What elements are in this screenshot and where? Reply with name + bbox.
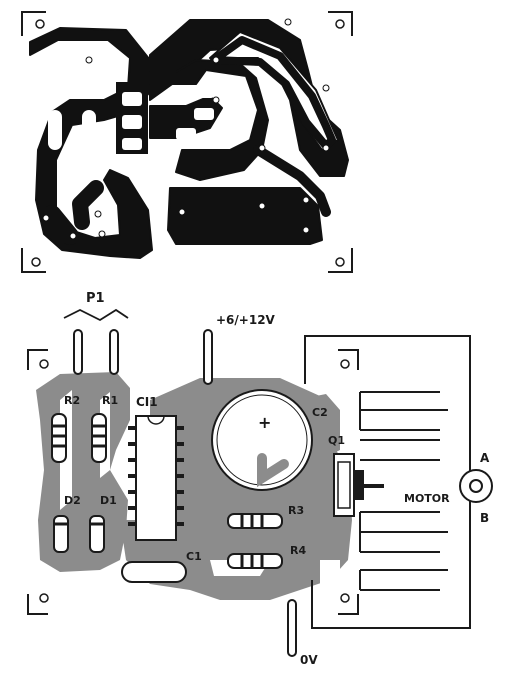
label-q1: Q1 — [328, 434, 345, 447]
bottom-corner-marks — [27, 349, 359, 615]
label-r2: R2 — [64, 394, 80, 407]
supply-lead — [203, 329, 213, 385]
label-c1: C1 — [186, 550, 202, 563]
label-terminal-a: A — [480, 451, 490, 465]
copper-pads — [42, 18, 330, 240]
motor — [459, 469, 493, 503]
transistor-q1 — [333, 453, 384, 517]
resistor-r2 — [51, 413, 67, 463]
resistor-r3 — [227, 513, 283, 529]
label-r1: R1 — [102, 394, 118, 407]
resistor-r1 — [91, 413, 107, 463]
potentiometer-p1 — [63, 308, 129, 375]
label-supply: +6/+12V — [216, 313, 276, 327]
component-side-view: P1 +6/+12V CI1 R1 R2 R3 R4 D2 D1 C1 C2 Q… — [27, 291, 493, 667]
diode-d2 — [53, 515, 69, 553]
capacitor-c1 — [121, 561, 187, 583]
ic-ci1 — [128, 415, 184, 541]
top-mounting-holes — [31, 19, 345, 267]
resistor-r4 — [227, 553, 283, 569]
ground-lead — [287, 599, 297, 657]
label-c2: C2 — [312, 406, 328, 419]
label-motor: MOTOR — [404, 492, 450, 505]
label-p1: P1 — [86, 291, 105, 306]
component-labels: P1 +6/+12V CI1 R1 R2 R3 R4 D2 D1 C1 C2 Q… — [64, 291, 490, 667]
bottom-mounting-holes — [39, 359, 350, 603]
copper-side-view — [21, 11, 353, 273]
capacitor-c2 — [211, 389, 313, 491]
label-ground: 0V — [300, 653, 318, 667]
label-d1: D1 — [100, 494, 117, 507]
label-c2-polarity: + — [258, 413, 271, 432]
board-shading — [36, 372, 352, 600]
label-d2: D2 — [64, 494, 81, 507]
top-corner-marks — [21, 11, 353, 273]
label-r3: R3 — [288, 504, 304, 517]
label-r4: R4 — [290, 544, 306, 557]
label-terminal-b: B — [480, 511, 489, 525]
label-ci1: CI1 — [136, 395, 158, 409]
diode-d1 — [89, 515, 105, 553]
